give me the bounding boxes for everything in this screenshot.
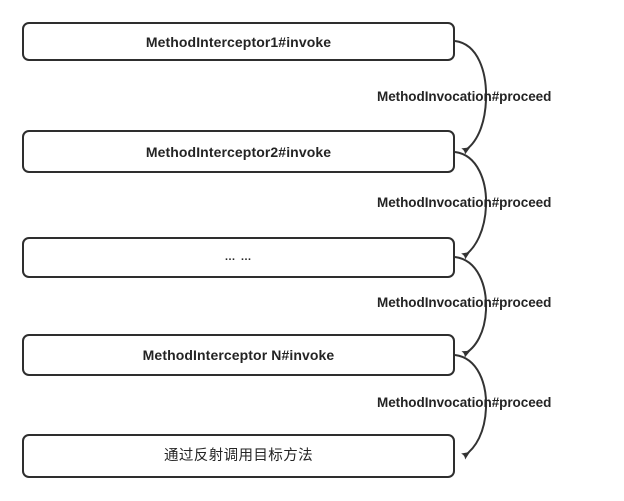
node-interceptor2[interactable]: MethodInterceptor2#invoke bbox=[22, 130, 455, 173]
node-interceptor-n-label: MethodInterceptor N#invoke bbox=[142, 347, 335, 363]
node-interceptor1[interactable]: MethodInterceptor1#invoke bbox=[22, 22, 455, 61]
node-interceptor1-label: MethodInterceptor1#invoke bbox=[145, 33, 332, 50]
edge-label-2: MethodInvocation#proceed bbox=[377, 195, 552, 210]
node-interceptor-more-label: … … bbox=[224, 251, 253, 263]
node-interceptor-n[interactable]: MethodInterceptor N#invoke bbox=[22, 334, 455, 376]
edge-label-4: MethodInvocation#proceed bbox=[377, 395, 552, 410]
edge-label-1: MethodInvocation#proceed bbox=[377, 89, 552, 104]
node-interceptor-more[interactable]: … … bbox=[22, 237, 455, 278]
node-reflective-invoke-label: 通过反射调用目标方法 bbox=[164, 447, 313, 464]
edge-label-3: MethodInvocation#proceed bbox=[377, 295, 552, 310]
node-interceptor2-label: MethodInterceptor2#invoke bbox=[145, 143, 332, 160]
node-reflective-invoke[interactable]: 通过反射调用目标方法 bbox=[22, 434, 455, 478]
